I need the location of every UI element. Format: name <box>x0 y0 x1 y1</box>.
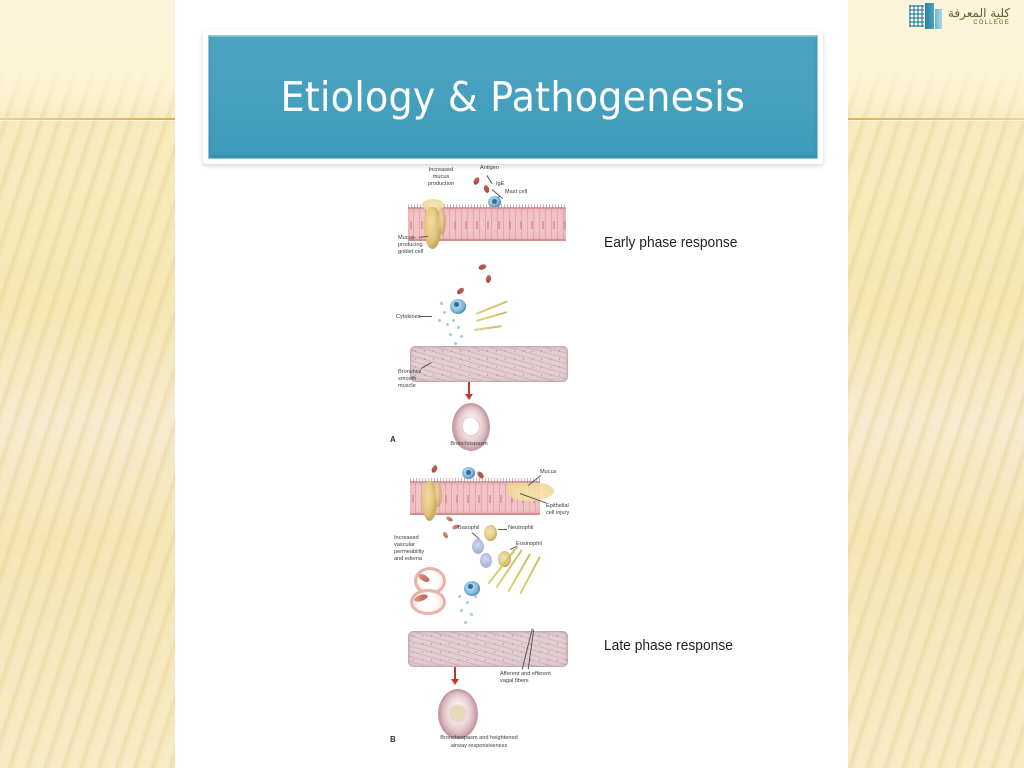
cytokine-granule <box>452 319 455 322</box>
label-goblet-line3: goblet cell <box>398 249 424 255</box>
caption-late-phase-response: Late phase response <box>604 637 733 654</box>
cytokine-granule <box>446 323 449 326</box>
antigen-particle <box>485 274 492 284</box>
title-banner-fill: Etiology & Pathogenesis <box>208 35 818 159</box>
label-permeability-line3: permeability <box>394 549 425 555</box>
cilia <box>410 478 540 483</box>
label-goblet-line2: producing <box>398 242 423 248</box>
label-increased-mucus-line3: production <box>427 181 455 187</box>
label-muscle-line2: smooth <box>398 376 417 382</box>
panel-letter-b: B <box>390 735 396 744</box>
building-icon <box>908 3 943 29</box>
goblet-cell <box>438 209 446 235</box>
cytokine-granule <box>454 342 457 345</box>
leader-antigen <box>486 175 493 185</box>
mast-cell-body <box>450 299 466 314</box>
antigen-particle <box>472 176 481 186</box>
label-cytokines: Cytokines <box>396 314 421 320</box>
mucus-layer <box>508 483 554 501</box>
label-permeability-line2: vascular <box>394 542 415 548</box>
mast-cell-body <box>462 467 475 479</box>
label-bronchospasm: Bronchospasm <box>450 441 488 447</box>
epithelial-nuclei <box>410 495 540 503</box>
label-muscle-line3: muscle <box>398 383 416 389</box>
red-blood-cell <box>442 530 449 540</box>
figure-panel-b: Mucus Epithelial cell injury Basophil Ne… <box>388 463 588 768</box>
flow-arrow-head <box>451 679 459 685</box>
flow-arrow-stem <box>454 667 456 681</box>
neutrophil-cell <box>484 525 497 541</box>
label-basophil: Basophil <box>458 525 480 531</box>
bronchial-smooth-muscle <box>408 631 568 667</box>
airway-cross-section <box>438 689 478 739</box>
label-epithelial-injury-line2: cell injury <box>546 510 570 516</box>
figure-panel-a: Increased mucus production Antigen IgE M… <box>388 163 588 453</box>
cytokine-granule <box>460 335 463 338</box>
logo-english-name: COLLEGE <box>973 19 1010 26</box>
label-antigen: Antigen <box>480 165 499 171</box>
label-vagal-line1: Afferent and efferent <box>500 671 551 677</box>
epithelial-nuclei <box>408 221 566 229</box>
flow-arrow-stem <box>468 382 470 396</box>
red-blood-cell <box>445 515 454 523</box>
cytokine-granule <box>464 621 467 624</box>
cytokine-granule <box>443 311 446 314</box>
antigen-particle <box>482 184 491 194</box>
label-mucus: Mucus <box>540 469 557 475</box>
label-outcome-line2: airway responsiveness <box>450 743 508 749</box>
cytokine-granule <box>474 595 477 598</box>
cytokine-granule <box>438 319 441 322</box>
airway-cross-section <box>452 403 490 451</box>
antigen-particle <box>455 286 466 296</box>
label-permeability-line1: Increased <box>394 535 419 541</box>
cytokine-granule <box>470 613 473 616</box>
label-mast-cell: Mast cell <box>505 189 528 195</box>
airway-lumen <box>451 705 465 721</box>
goblet-cell <box>424 207 441 249</box>
cytokine-granule <box>457 326 460 329</box>
antigen-particle <box>477 263 488 271</box>
label-goblet-line1: Mucus- <box>398 235 417 241</box>
blood-vessel <box>410 589 446 615</box>
bronchial-smooth-muscle <box>410 346 568 382</box>
label-muscle-line1: Bronchial <box>398 369 422 375</box>
label-epithelial-injury-line1: Epithelial <box>546 503 569 509</box>
cytokine-granule <box>460 609 463 612</box>
label-increased-mucus-line1: Increased <box>428 167 454 173</box>
label-ige: IgE <box>496 181 505 187</box>
panel-letter-a: A <box>390 435 396 444</box>
basophil-cell <box>472 539 484 554</box>
airway-lumen <box>463 418 479 435</box>
leader-cytokines <box>419 316 432 317</box>
label-increased-mucus-line2: mucus <box>432 174 450 180</box>
mast-cell-body <box>464 581 480 596</box>
basophil-cell <box>480 553 492 568</box>
label-outcome-line1: Bronchospasm and heightened <box>440 735 518 741</box>
leader-neutrophil <box>498 529 507 530</box>
antigen-particle <box>430 464 439 474</box>
goblet-cell <box>434 483 442 507</box>
flow-arrow-head <box>465 394 473 400</box>
label-eosinophil: Eosinophil <box>516 541 542 547</box>
cytokine-granule <box>458 595 461 598</box>
cytokine-granule <box>466 601 469 604</box>
page-title: Etiology & Pathogenesis <box>280 73 746 121</box>
cytokine-granule <box>440 302 443 305</box>
goblet-cell <box>422 481 437 521</box>
logo-arabic-name: كلية المعرفة <box>947 5 1010 20</box>
nerve-fiber <box>473 325 502 331</box>
asthma-pathogenesis-figure: Increased mucus production Antigen IgE M… <box>388 163 588 768</box>
cytokine-granule <box>449 333 452 336</box>
title-banner: Etiology & Pathogenesis <box>203 30 823 164</box>
cilia <box>408 204 566 209</box>
caption-early-phase-response: Early phase response <box>604 234 738 251</box>
college-logo: كلية المعرفة COLLEGE <box>908 3 1010 29</box>
label-permeability-line4: and edema <box>394 556 422 562</box>
label-neutrophil: Neutrophil <box>508 525 534 531</box>
nerve-fiber <box>519 556 541 595</box>
logo-text: كلية المعرفة COLLEGE <box>948 7 1010 26</box>
label-vagal-line2: vagal fibers <box>500 678 529 684</box>
